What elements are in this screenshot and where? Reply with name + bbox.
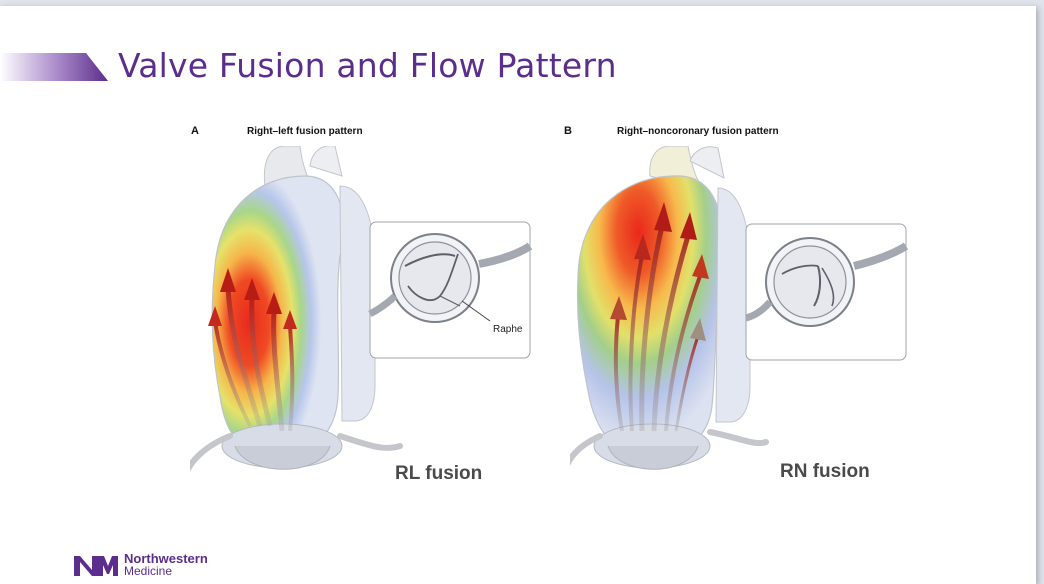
panel-a-letter: A — [191, 125, 199, 137]
panel-b-heading: Right–noncoronary fusion pattern — [617, 126, 779, 137]
northwestern-medicine-logo: Northwestern Medicine — [74, 552, 208, 577]
raphe-callout: Raphe — [493, 324, 522, 335]
slide-title: Valve Fusion and Flow Pattern — [118, 46, 617, 85]
logo-sub: Medicine — [124, 565, 208, 577]
rl-fusion-label: RL fusion — [395, 463, 482, 485]
panel-a-heading: Right–left fusion pattern — [247, 126, 363, 137]
title-accent-bar — [0, 53, 108, 81]
rn-fusion-label: RN fusion — [780, 461, 870, 483]
panel-b-letter: B — [564, 125, 572, 137]
nm-logo-mark-icon — [74, 554, 118, 576]
rn-fusion-aorta-illustration — [570, 146, 920, 486]
slide: Valve Fusion and Flow Pattern A Right–le… — [0, 6, 1036, 584]
rl-fusion-aorta-illustration — [190, 146, 550, 486]
